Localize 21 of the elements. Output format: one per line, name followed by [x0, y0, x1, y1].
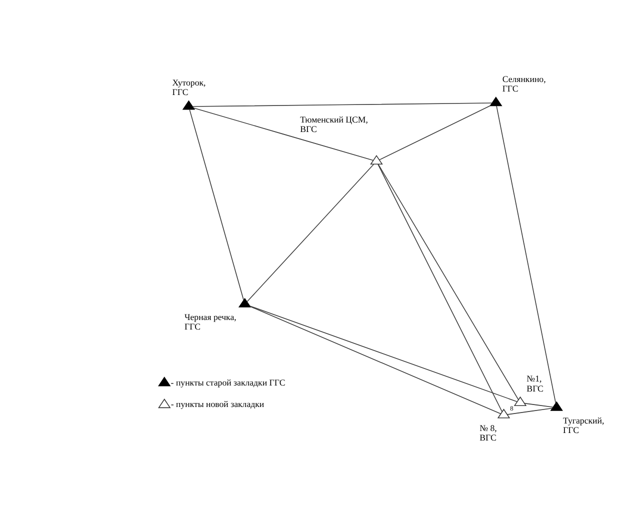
node-label: Черная речка, ГГС [184, 312, 236, 332]
connector [193, 107, 374, 160]
connector [378, 163, 519, 400]
node-label: Хуторок, ГГС [172, 77, 206, 97]
connector [192, 102, 493, 106]
node-label: Селянкино, ГГС [502, 73, 546, 94]
node-label: №1, ВГС [526, 373, 544, 393]
node-label: Тюменский ЦСМ, ВГС [300, 114, 368, 134]
legend-label: - пункты старой закладки ГГС [170, 376, 286, 387]
node-label: Тугарский, ГГС [563, 415, 604, 435]
connector [378, 163, 502, 412]
node-label: № 8, ВГС [480, 422, 497, 442]
connector [524, 402, 554, 408]
connector [250, 306, 502, 414]
connector [249, 305, 518, 402]
connector [496, 105, 556, 404]
legend-label: - пункты новой закладки [170, 398, 264, 409]
connector [379, 104, 491, 160]
connector [246, 163, 374, 302]
connector [506, 407, 553, 414]
connector [189, 108, 244, 300]
